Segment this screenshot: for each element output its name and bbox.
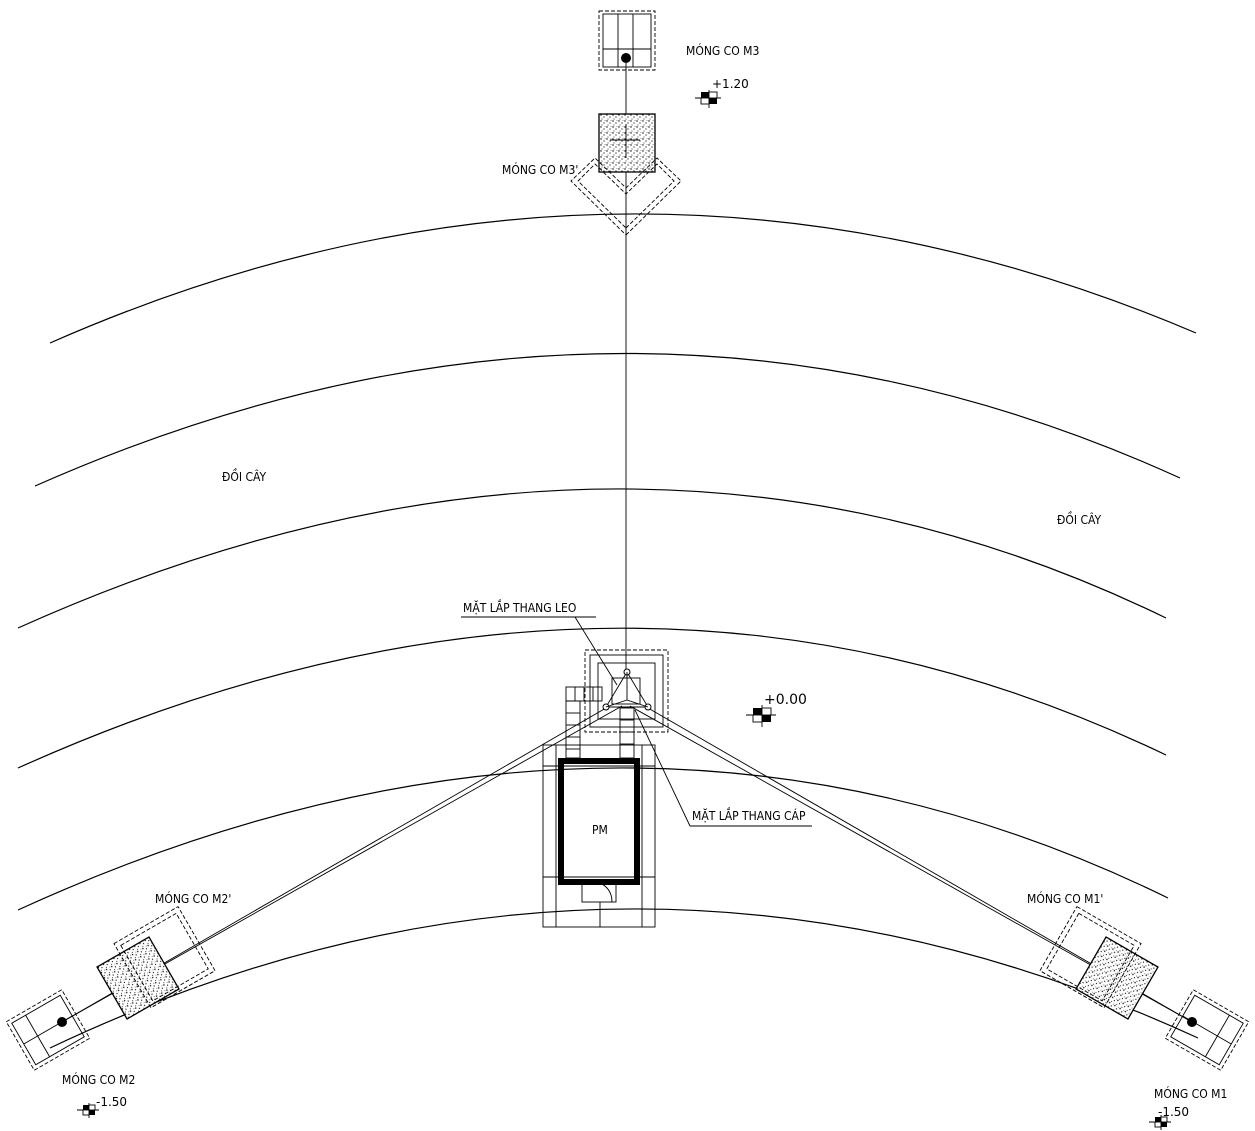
label-room: PM	[592, 823, 608, 837]
label-foundation-m2-prime: MÓNG CO M2'	[155, 891, 231, 906]
label-foundation-m3: MÓNG CO M3	[686, 43, 759, 58]
leaders	[461, 616, 812, 827]
label-hill-right: ĐỒI CÂY	[1057, 511, 1101, 527]
foundation-m2-prime	[96, 905, 216, 1020]
label-foundation-m2: MÓNG CO M2	[62, 1072, 135, 1087]
contour-line	[17, 488, 1167, 629]
foundation-m1-prime	[1039, 905, 1159, 1020]
contour-line	[49, 213, 1197, 344]
foundation-m3	[598, 10, 656, 71]
elevation-marker-m2	[77, 1103, 99, 1118]
contour-line	[34, 352, 1181, 487]
anchor-m1	[1187, 1017, 1197, 1027]
elevation-m3: +1.20	[712, 77, 749, 91]
contour-lines	[17, 213, 1199, 1049]
label-cable-face: MẶT LẮP THANG CÁP	[692, 807, 806, 823]
contour-line	[17, 627, 1167, 769]
equipment-room	[542, 744, 656, 928]
foundation-m3-prime	[570, 113, 682, 236]
elevation-m2: -1.50	[96, 1095, 127, 1109]
label-foundation-m1: MÓNG CO M1	[1154, 1086, 1227, 1101]
contour-line	[17, 767, 1169, 911]
cable-ladder	[565, 686, 635, 759]
anchor-m2	[57, 1017, 67, 1027]
elevation-marker-m3	[695, 90, 721, 108]
elevation-m1: -1.50	[1158, 1105, 1189, 1119]
label-foundation-m3-prime: MÓNG CO M3'	[502, 162, 578, 177]
label-foundation-m1-prime: MÓNG CO M1'	[1027, 891, 1103, 906]
foundation-m1	[1164, 989, 1250, 1071]
elevation-marker-m1	[1149, 1115, 1171, 1130]
foundation-m2	[5, 989, 91, 1071]
elevation-marker-center	[746, 705, 776, 727]
label-ladder-face: MẶT LẮP THANG LEO	[463, 599, 576, 615]
label-hill-left: ĐỒI CÂY	[222, 468, 266, 484]
contour-line	[49, 908, 1199, 1049]
elevation-center: +0.00	[764, 692, 807, 708]
